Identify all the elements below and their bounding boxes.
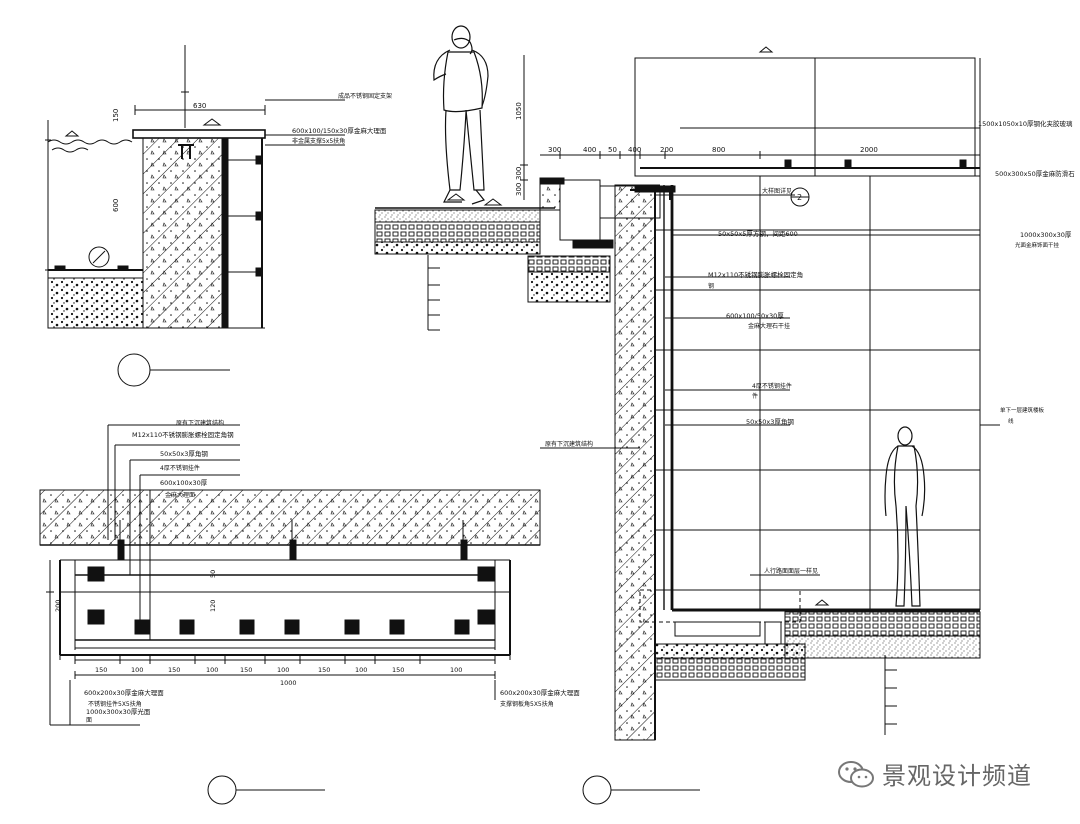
d4-dim-total: 1000 [280, 679, 297, 687]
human-figure-woman [884, 426, 926, 607]
d3-callout-panel2: 光面金麻饰面干挂 [1015, 241, 1060, 249]
d4-dim-7: 150 [318, 666, 330, 674]
d3-callout-structure: 原有下沉建筑结构 [545, 440, 593, 448]
d3-callout-steel: 50x50x5厚方钢，间距600 [718, 229, 798, 238]
d4-callout-structure: 原有下沉建筑结构 [176, 419, 224, 427]
watermark-text: 景观设计频道 [882, 762, 1032, 790]
d4-callout-hanger: 4厚不锈钢挂件 [160, 464, 200, 472]
d3-dim-400a: 400 [583, 146, 596, 154]
d3-callout-floor2: 线 [1008, 417, 1014, 425]
d3-callout-bolt: M12x110不锈钢膨胀螺栓固定角 [708, 270, 803, 279]
detail-1-pool-edge [45, 45, 345, 387]
human-figure-man [433, 25, 489, 205]
d4-callout-bolt: M12x110不锈钢膨胀螺栓固定角钢 [132, 430, 234, 439]
drainage-layer [374, 221, 541, 243]
glass-railing [634, 57, 976, 177]
section-marker-1 [117, 353, 151, 387]
d3-callout-cap: 500x300x50厚金麻防滑石 [995, 169, 1075, 178]
d3-callout-angle: 50x50x3厚角钢 [746, 417, 794, 426]
d3-callout-bolt2: 钢 [708, 282, 714, 290]
d3-callout-hanger2: 件 [752, 392, 758, 400]
section-marker-4 [207, 775, 237, 805]
planter-box [559, 179, 601, 241]
d3-dim-200: 200 [660, 146, 673, 154]
d4-callout-stone2: 金麻大理面 [165, 491, 195, 499]
d4-callout-left4: 面 [86, 717, 92, 724]
d1-callout-top: 成品不锈钢固定支架 [338, 92, 392, 100]
d4-dim-mid1: 50 [209, 570, 217, 578]
d4-callout-stone: 600x100x30厚 [160, 479, 208, 487]
d4-dim-9: 150 [392, 666, 404, 674]
d2-dim-300b: 300 [515, 183, 523, 196]
d3-callout-stone: 600x100/50x30厚 [726, 312, 784, 320]
detail-2-paving-edge [374, 25, 565, 331]
d4-dim-3: 150 [168, 666, 180, 674]
detail-3-wall-section [527, 46, 1000, 805]
d4-callout-right1: 600x200x30厚金麻大理面 [500, 688, 580, 697]
d3-callout-hanger: 4厚不锈钢挂件 [752, 382, 792, 390]
d3-dim-400b: 400 [628, 146, 641, 154]
d4-dim-10: 100 [450, 666, 462, 674]
d1-dim-600: 600 [112, 199, 120, 212]
d1-dim-630: 630 [193, 102, 206, 110]
d4-callout-right2: 支撑钢板角5X5扶角 [500, 700, 554, 708]
d1-callout-cap2: 非金属支撑5x5扶角 [292, 137, 345, 145]
d4-callout-left1: 600x200x30厚金麻大理面 [84, 688, 164, 697]
d4-dim-8: 100 [355, 666, 367, 674]
hidden-drain [639, 589, 801, 623]
pool-light [88, 246, 110, 268]
d4-dim-4: 100 [206, 666, 218, 674]
d4-dim-1: 150 [95, 666, 107, 674]
d4-dim-2: 100 [131, 666, 143, 674]
section-marker-3 [582, 775, 612, 805]
d3-callout-detail: 大样图详见 [762, 187, 792, 195]
d4-callout-left3: 1000x300x30厚光面 [86, 707, 151, 716]
d4-dim-5: 150 [240, 666, 252, 674]
d4-dim-6: 100 [277, 666, 289, 674]
paving-bed [374, 209, 541, 223]
d3-dim-800: 800 [712, 146, 725, 154]
d4-dim-left: 200 [54, 600, 62, 612]
detail-4-cladding-section [39, 424, 541, 805]
d3-detail-number: 2 [797, 193, 802, 202]
d3-callout-floor: 单下一层建筑楼板 [1000, 406, 1045, 414]
coping-stone [132, 129, 266, 139]
cladding-steel [221, 137, 229, 329]
d2-dim-1050: 1050 [515, 102, 523, 120]
gravel-base [47, 277, 144, 329]
d1-dim-150: 150 [112, 109, 120, 122]
d3-callout-glass: 1500x1050x10厚钢化夹胶玻璃 [978, 119, 1073, 128]
d4-dim-mid2: 120 [209, 600, 217, 612]
watermark: 景观设计频道 [836, 756, 1032, 791]
d4-callout-angle: 50x50x3厚角钢 [160, 449, 208, 458]
d2-dim-300a: 300 [515, 167, 523, 180]
d1-callout-cap: 600x100/150x30厚金麻大理面 [292, 126, 387, 135]
d4-callout-left2: 不锈钢挂件5X5扶角 [88, 700, 142, 708]
d3-callout-stone2: 金麻大理石干挂 [748, 322, 790, 330]
d3-callout-pavement: 人行路面面层一样见 [764, 567, 818, 575]
d3-dim-50: 50 [608, 146, 617, 154]
d3-dim-300: 300 [548, 146, 561, 154]
wechat-icon [838, 760, 874, 787]
d3-dim-2000: 2000 [860, 146, 878, 154]
d3-callout-panel: 1000x300x30厚 [1020, 231, 1072, 239]
